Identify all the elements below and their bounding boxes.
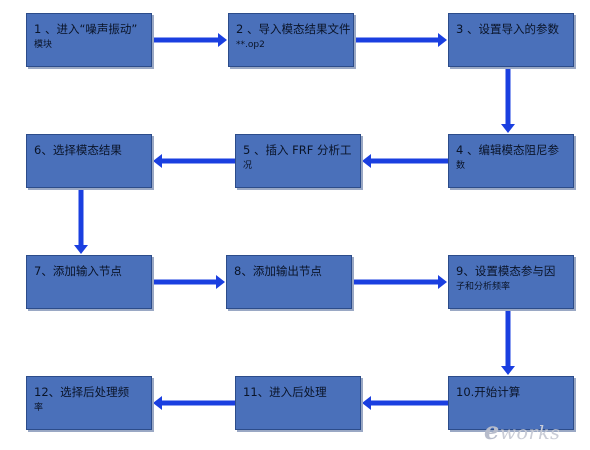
step-5-insert-frf-analysis: 5 、插入 FRF 分析工 况 [235,134,361,188]
step-11-enter-postprocessing: 11、进入后处理 [235,376,361,430]
step-4-edit-modal-damping: 4 、编辑模态阻尼参 数 [448,134,574,188]
arrow-s7-to-s8-head [216,275,225,289]
step-10-line-1: 10.开始计算 [456,385,521,399]
step-6-select-modal-result: 6、选择模态结果 [26,134,152,188]
step-1-line-1: 1 、进入“噪声振动” [34,22,138,36]
arrow-s6-to-s7-head [74,245,88,254]
step-4-line-2: 数 [456,161,466,171]
step-1-enter-noise-vibration-module: 1 、进入“噪声振动” 模块 [26,13,152,67]
step-1-line-2: 模块 [34,40,53,50]
arrow-s4-to-s5-head [362,154,371,168]
arrow-s11-to-s12-head [153,396,162,410]
step-8-add-output-node: 8、添加输出节点 [226,255,352,309]
step-5-line-2: 况 [243,161,253,171]
arrow-s3-to-s4-head [501,124,515,133]
step-8-line-1: 8、添加输出节点 [234,264,322,278]
step-7-line-1: 7、添加输入节点 [34,264,122,278]
arrow-s9-to-s10-head [501,366,515,375]
step-12-select-postprocess-frequency: 12、选择后处理频 率 [26,376,152,430]
step-3-line-1: 3 、设置导入的参数 [456,22,559,36]
step-6-line-1: 6、选择模态结果 [34,143,122,157]
arrow-s5-to-s6-head [153,154,162,168]
step-2-line-1: 2 、导入模态结果文件 [236,22,351,36]
step-12-line-2: 率 [34,403,44,413]
step-11-line-1: 11、进入后处理 [243,385,327,399]
step-12-line-1: 12、选择后处理频 [34,385,130,399]
arrow-s1-to-s2-head [218,33,227,47]
step-9-line-1: 9、设置模态参与因 [456,264,556,278]
eworks-watermark: eworks [484,416,560,445]
arrow-s10-to-s11-head [362,396,371,410]
step-3-set-import-parameters: 3 、设置导入的参数 [448,13,574,67]
step-4-line-1: 4 、编辑模态阻尼参 [456,143,559,157]
step-5-line-1: 5 、插入 FRF 分析工 [243,143,352,157]
step-2-line-2: **.op2 [236,40,265,50]
arrow-s8-to-s9-head [438,275,447,289]
arrow-s2-to-s3-head [438,33,447,47]
step-2-import-modal-result-file: 2 、导入模态结果文件 **.op2 [228,13,354,67]
step-9-line-2: 子和分析频率 [456,282,511,292]
step-9-set-participation-and-frequency: 9、设置模态参与因 子和分析频率 [448,255,574,309]
watermark-rest: works [499,422,561,444]
step-7-add-input-node: 7、添加输入节点 [26,255,152,309]
watermark-prefix: e [484,416,500,445]
step-10-start-calculation: 10.开始计算 [448,376,574,430]
